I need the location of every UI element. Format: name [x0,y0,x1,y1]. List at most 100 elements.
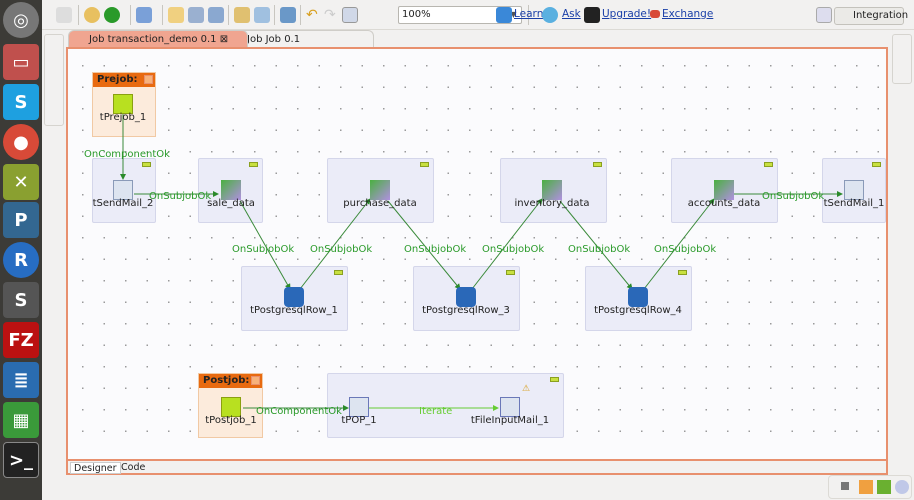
ask-icon [542,7,558,23]
minimize-icon[interactable] [142,162,151,167]
terminal-icon[interactable]: >_ [3,442,39,478]
unity-launcher: ◎ ▭ S ● ✕ P R S FZ ≣ ▦ >_ [0,0,42,500]
minimize-icon[interactable] [420,162,429,167]
link-label: OnSubjobOk [568,244,631,255]
sublime-icon[interactable]: S [3,282,39,318]
tab-job-transaction-demo[interactable]: Job transaction_demo 0.1 ⊠ [68,30,248,48]
undo-icon[interactable]: ↶ [306,7,318,23]
component-label: tPrejob_1 [99,112,147,123]
postjob-title: Postjob: [199,374,262,388]
link-label: OnSubjobOk [232,244,295,255]
link-label: OnSubjobOk [482,244,545,255]
component-label: accounts_data [687,198,761,209]
right-minimized-panels[interactable] [892,34,912,84]
wrench-icon[interactable] [188,7,204,23]
talend-icon[interactable]: ✕ [3,164,39,200]
minimize-icon[interactable] [144,75,153,84]
r-icon[interactable]: R [3,242,39,278]
database-icon [456,287,476,307]
skype-icon[interactable]: S [3,84,39,120]
component-label: purchase_data [343,198,417,209]
component-label: tPostjob_1 [205,415,257,426]
run-job-icon [714,180,734,200]
database-icon [284,287,304,307]
component-label: sale_data [207,198,255,209]
minimize-icon[interactable] [872,162,881,167]
minimize-icon[interactable] [764,162,773,167]
minimize-icon[interactable] [506,270,515,275]
run-job-icon [221,180,241,200]
exchange-link[interactable]: Exchange [662,8,714,20]
link-label: OnSubjobOk [762,191,825,202]
restore-icon[interactable] [841,482,849,490]
run-icon[interactable] [104,7,120,23]
tab-designer[interactable]: Designer [70,462,121,474]
tab-label: Job Job 0.1 [247,34,301,45]
integration-perspective-button[interactable]: Integration [834,7,908,25]
learn-link[interactable]: Learn [514,8,544,20]
file-input-mail-icon [500,397,520,417]
database-icon [628,287,648,307]
tab-code[interactable]: Code [121,462,146,473]
find-icon[interactable] [84,7,100,23]
import-icon[interactable] [234,7,250,23]
minimize-icon[interactable] [550,377,559,382]
minimize-icon[interactable] [251,376,260,385]
component-label: tSendMail_1 [823,198,885,209]
minimize-icon[interactable] [249,162,258,167]
component-label: tPostgresqlRow_1 [250,305,338,316]
link-line [471,198,543,290]
palette-icon[interactable] [859,480,873,494]
calc-icon[interactable]: ▦ [3,402,39,438]
trim-stack [828,475,912,499]
edit-icon[interactable] [168,7,184,23]
component-label: tFileInputMail_1 [470,415,550,426]
job-editor: Job transaction_demo 0.1 ⊠ Job Job 0.1 P… [66,30,888,475]
graduation-cap-icon [584,7,600,23]
ubuntu-dash-icon[interactable]: ◎ [3,2,39,38]
grid-toggle-icon[interactable] [342,7,358,23]
tab-job-job[interactable]: Job Job 0.1 [226,30,374,48]
run-view-icon[interactable] [877,480,891,494]
prejob-icon [113,94,133,114]
link-label: OnComponentOk [84,149,170,160]
tab-label: Job transaction_demo 0.1 [89,34,217,45]
link-line [559,200,633,290]
minimize-icon[interactable] [334,270,343,275]
postjob-box[interactable]: Postjob: [198,373,263,438]
link-label: OnSubjobOk [654,244,717,255]
link-label: Iterate [419,406,453,417]
pgadmin-icon[interactable]: P [3,202,39,238]
link-line [239,200,291,290]
component-label: tSendMail_2 [92,198,154,209]
close-icon[interactable]: ⊠ [219,34,229,45]
file-manager-icon[interactable]: ▭ [3,44,39,80]
designer-canvas[interactable]: Prejob: Postjob: ⚠ tPrejob_1 tSendMail_2… [68,49,886,443]
link-label: OnSubjobOk [310,244,373,255]
filezilla-icon[interactable]: FZ [3,322,39,358]
run-job-icon [542,180,562,200]
writer-icon[interactable]: ≣ [3,362,39,398]
chrome-icon[interactable]: ● [3,124,39,160]
link-label: OnComponentOk [256,406,342,417]
upgrade-link[interactable]: Upgrade! [602,8,652,20]
run-job-icon [370,180,390,200]
ask-link[interactable]: Ask [562,8,581,20]
import-items-icon[interactable] [254,7,270,23]
open-perspective-icon[interactable] [816,7,832,23]
zoom-select[interactable]: 100%▼ [398,6,522,24]
exchange-icon [650,10,660,18]
redo-icon[interactable]: ↷ [324,7,336,23]
deploy-icon[interactable] [280,7,296,23]
minimize-icon[interactable] [593,162,602,167]
minimize-icon[interactable] [678,270,687,275]
save-icon[interactable] [56,7,72,23]
export-icon[interactable] [208,7,224,23]
outline-icon[interactable] [895,480,909,494]
link-line [643,198,715,290]
editor-bottom-tabs: Designer Code [68,459,886,474]
left-minimized-panels[interactable] [44,34,64,126]
mail-icon [844,180,864,200]
job-icon[interactable] [136,7,152,23]
connections [120,114,843,411]
